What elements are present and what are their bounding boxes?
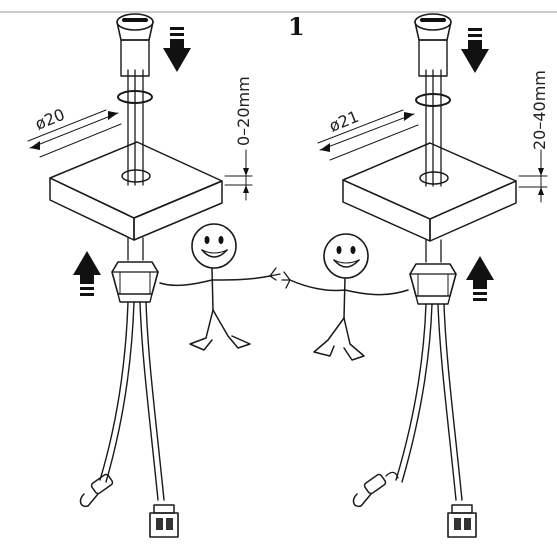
left-figure-head — [191, 223, 237, 269]
left-nut — [111, 261, 159, 303]
left-thickness-label: 0–20mm — [234, 76, 253, 146]
left-sensor-plug — [79, 473, 114, 508]
step-number: 1 — [288, 12, 305, 41]
left-thickness-dimension: 0–20mm — [224, 76, 253, 201]
right-thickness-label: 20–40mm — [530, 70, 549, 150]
right-thread — [418, 39, 448, 77]
left-cables — [99, 301, 165, 501]
left-diameter-dimension: ø20 — [27, 105, 122, 158]
left-thread — [120, 39, 150, 77]
right-nut — [409, 263, 457, 305]
left-stem — [127, 69, 144, 261]
right-thickness-dimension: 20–40mm — [518, 70, 549, 203]
right-down-arrow — [461, 28, 489, 73]
left-connector — [149, 504, 179, 538]
right-diameter-label: ø21 — [326, 107, 361, 136]
left-diameter-label: ø20 — [32, 105, 67, 134]
left-panel — [49, 141, 223, 241]
left-up-arrow — [73, 251, 101, 296]
right-up-arrow — [466, 256, 494, 301]
right-figure-head — [323, 233, 369, 279]
left-down-arrow — [163, 27, 191, 72]
right-o-ring — [415, 93, 451, 107]
right-panel-hole — [419, 171, 449, 185]
right-connector — [447, 504, 477, 538]
right-assembly: ø21 20–40mm — [317, 13, 549, 538]
left-button — [116, 13, 154, 77]
left-o-ring — [117, 90, 153, 104]
right-button — [414, 13, 452, 77]
right-cables — [395, 303, 463, 501]
right-stem — [425, 69, 442, 263]
left-stick-figure — [159, 223, 281, 351]
left-panel-hole — [121, 169, 151, 183]
left-assembly: ø20 0–20mm — [27, 13, 253, 538]
right-diameter-dimension: ø21 — [317, 107, 419, 161]
right-stick-figure — [281, 233, 409, 361]
right-panel — [342, 142, 517, 242]
right-sensor-plug — [352, 471, 399, 508]
